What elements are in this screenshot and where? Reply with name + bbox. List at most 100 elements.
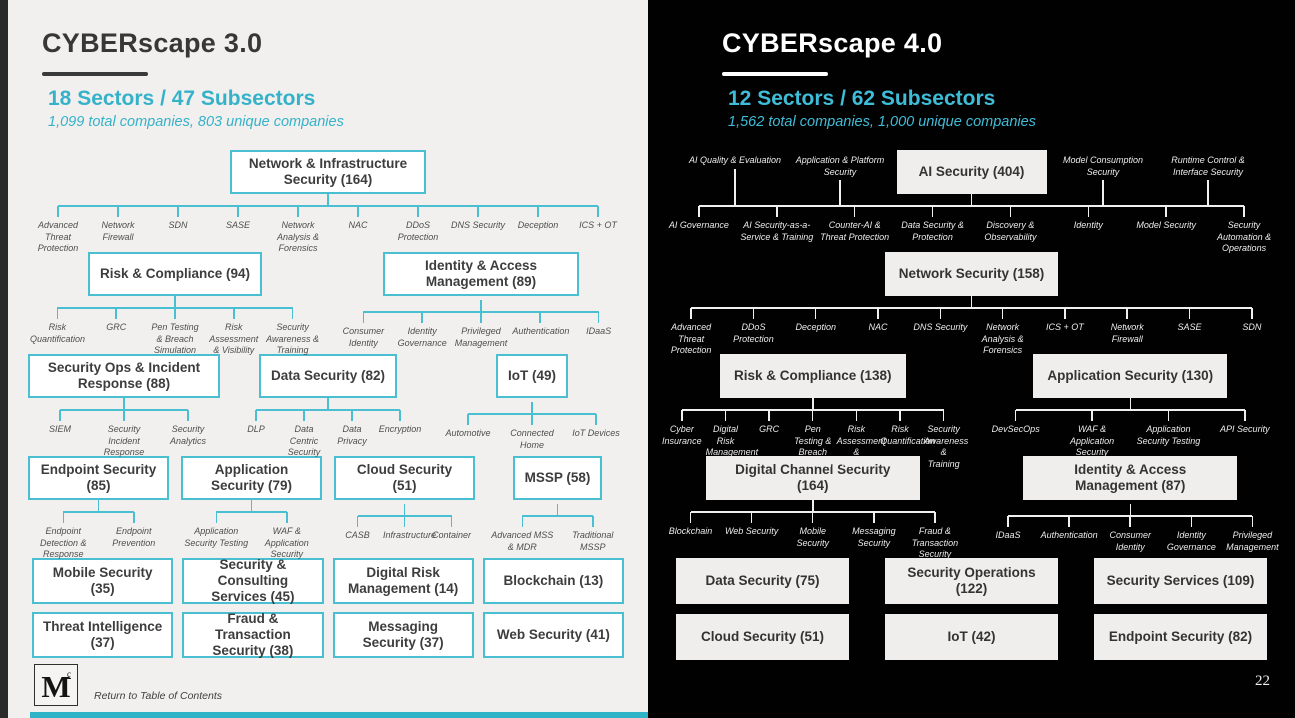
sector-box: Threat Intelligence (37) xyxy=(32,612,174,658)
subsector-label: SDN xyxy=(1220,307,1283,357)
subsector-text: Application Security Testing xyxy=(1136,424,1201,446)
sector-group: Identity & Access Management (87) IDaaS Au… xyxy=(978,456,1284,558)
sector-group: Risk & Compliance (94) Risk Quantificatio… xyxy=(28,252,322,357)
sector-head: MSSP (58) xyxy=(487,456,628,504)
connector-line xyxy=(970,194,973,205)
connector-line xyxy=(327,194,329,205)
subsector-label: DNS Security xyxy=(909,307,972,357)
flank-subsector-label: AI Quality & Evaluation xyxy=(687,150,784,206)
sector-box: Network & Infrastructure Security (164) xyxy=(230,150,426,194)
sector-row: Risk & Compliance (94) Risk Quantificatio… xyxy=(28,252,628,357)
subsector-label: DDoS Protection xyxy=(722,307,785,357)
sector-box: Risk & Compliance (138) xyxy=(719,354,906,398)
subsector-label: SASE xyxy=(1158,307,1221,357)
subsector-text: DNS Security xyxy=(913,322,968,332)
sector-box: AI Security (404) xyxy=(896,150,1047,194)
sector-box: Application Security (79) xyxy=(181,456,322,500)
subsector-label: Infrastructure xyxy=(381,515,436,558)
subsector-text: Model Security xyxy=(1136,220,1196,230)
subsector-text: Advanced MSS & MDR xyxy=(491,530,554,552)
subsector-label: Identity Governance xyxy=(1160,515,1222,558)
leaf-sector-row: Cloud Security (51)IoT (42)Endpoint Secu… xyxy=(676,614,1267,660)
sector-box: Digital Channel Security (164) xyxy=(705,456,920,500)
sector-box: IoT (49) xyxy=(495,354,568,398)
sector-box: Identity & Access Management (87) xyxy=(1023,456,1238,500)
subsector-text: DevSecOps xyxy=(991,424,1040,434)
subsector-label: Endpoint Prevention xyxy=(98,511,170,561)
subsector-label: Deception xyxy=(784,307,848,357)
sector-row: Network Security (158)Advanced Threat Pr… xyxy=(660,252,1283,357)
logo-mark: c xyxy=(67,669,71,679)
sector-box: Data Security (82) xyxy=(258,354,398,398)
sector-group: Security Ops & Incident Response (88)SIE… xyxy=(28,354,220,457)
subsector-text: DLP xyxy=(247,424,265,434)
subsector-text: Risk Assessment & Visibility xyxy=(209,322,259,356)
subsector-text: DDoS Protection xyxy=(397,220,439,242)
sector-group: AI Quality & Evaluation Application & Pla… xyxy=(660,150,1283,255)
sector-box: Mobile Security (35) xyxy=(32,558,174,604)
sector-group: Network Security (158)Advanced Threat Pr… xyxy=(660,252,1283,357)
sector-box: Risk & Compliance (94) xyxy=(87,252,263,296)
subsector-label: Security Automation & Operations xyxy=(1205,205,1283,255)
subsector-text: WAF & Application Security xyxy=(1070,424,1115,458)
subsector-text: Authentication xyxy=(1040,530,1098,540)
subsector-label: Pen Testing & Breach Simulation xyxy=(145,307,205,357)
subsector-label: Data Security & Protection xyxy=(893,205,972,255)
right-slide-title: CYBERscape 4.0 xyxy=(722,28,943,58)
sector-head: Risk & Compliance (94) xyxy=(28,252,322,296)
subsector-text: Consumer Identity xyxy=(1109,530,1151,552)
leaf-sector-row: Mobile Security (35)Security & Consultin… xyxy=(32,557,624,604)
subsector-text: Privileged Management xyxy=(1226,530,1279,552)
sector-head: Data Security (82) xyxy=(232,354,424,398)
sector-box: IoT (42) xyxy=(885,614,1058,660)
subsector-text: SIEM xyxy=(48,424,71,434)
teal-footer-bar xyxy=(30,712,648,718)
subsector-text: Security Automation & Operations xyxy=(1217,220,1272,254)
sector-box: Endpoint Security (85) xyxy=(28,456,169,500)
sector-head: Identity & Access Management (87) xyxy=(978,456,1284,504)
subsector-label: Automotive xyxy=(436,413,500,456)
subsector-text: IDaaS xyxy=(995,530,1021,540)
left-tree: Network & Infrastructure Security (164) A… xyxy=(28,150,628,666)
subsector-text: NAC xyxy=(868,322,888,332)
subsector-label: Deception xyxy=(508,205,568,255)
connector-line xyxy=(531,402,533,413)
right-sector-count: 12 Sectors / 62 Subsectors xyxy=(728,87,996,110)
subsector-label: Mobile Security xyxy=(782,511,844,561)
subsector-text: Privileged Management xyxy=(454,326,508,348)
right-company-stats: 1,562 total companies, 1,000 unique comp… xyxy=(728,114,1036,130)
subsector-text: Identity Governance xyxy=(1166,530,1216,552)
sector-row: Endpoint Security (85)Endpoint Detection… xyxy=(28,456,628,561)
subsector-text: Digital Risk Management xyxy=(705,424,759,458)
subsector-label: CASB xyxy=(334,515,381,558)
left-sector-count: 18 Sectors / 47 Subsectors xyxy=(48,87,316,110)
return-to-toc-link[interactable]: Return to Table of Contents xyxy=(94,690,223,702)
subsector-text: SASE xyxy=(225,220,250,230)
subsector-text: Network Analysis & Forensics xyxy=(981,322,1024,356)
subsector-label: Network Analysis & Forensics xyxy=(268,205,328,255)
subsector-label: GRC xyxy=(86,307,146,357)
connector-line xyxy=(812,500,814,511)
connector-line xyxy=(174,296,176,307)
subsector-text: Data Centric Security xyxy=(287,424,321,458)
sector-box: Messaging Security (37) xyxy=(332,612,474,658)
sector-group: Endpoint Security (85)Endpoint Detection… xyxy=(28,456,170,561)
connector-line xyxy=(327,398,329,409)
subsector-text: ICS + OT xyxy=(1046,322,1084,332)
right-tree: AI Quality & Evaluation Application & Pla… xyxy=(660,150,1283,670)
subsector-text: Application & Platform Security xyxy=(795,155,885,177)
connector-line xyxy=(1102,180,1104,206)
subsector-text: AI Governance xyxy=(668,220,729,230)
subsector-text: Authentication xyxy=(512,326,570,336)
flank-subsector-label: Model Consumption Security xyxy=(1055,150,1152,206)
subsector-label: Identity Governance xyxy=(392,311,452,354)
left-title-underline xyxy=(42,72,148,76)
flank-subsector-label: Application & Platform Security xyxy=(792,150,889,206)
